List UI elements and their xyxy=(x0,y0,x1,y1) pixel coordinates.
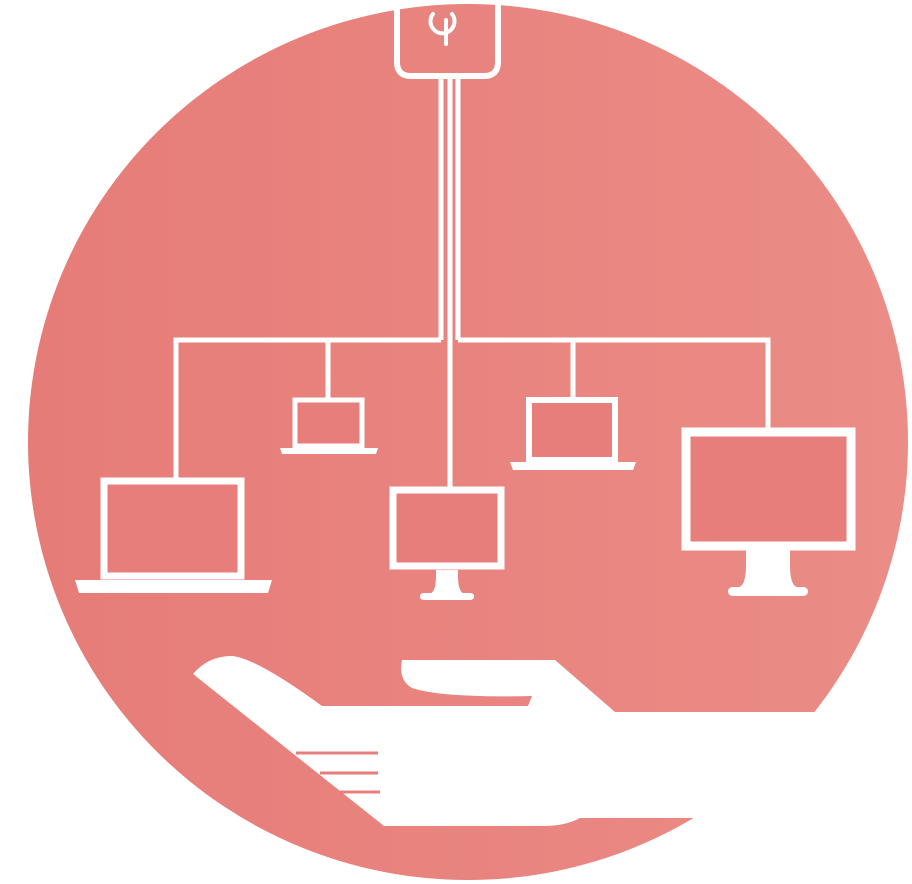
power-plug xyxy=(394,0,501,79)
monitor-large-right xyxy=(681,427,856,596)
hand-icon xyxy=(193,656,820,826)
laptop-small-left xyxy=(280,397,378,454)
monitor-center xyxy=(389,486,505,600)
network-cables xyxy=(173,78,771,490)
laptop-small-right xyxy=(510,397,636,470)
laptop-large-left xyxy=(75,477,272,593)
power-button-icon xyxy=(428,12,457,46)
